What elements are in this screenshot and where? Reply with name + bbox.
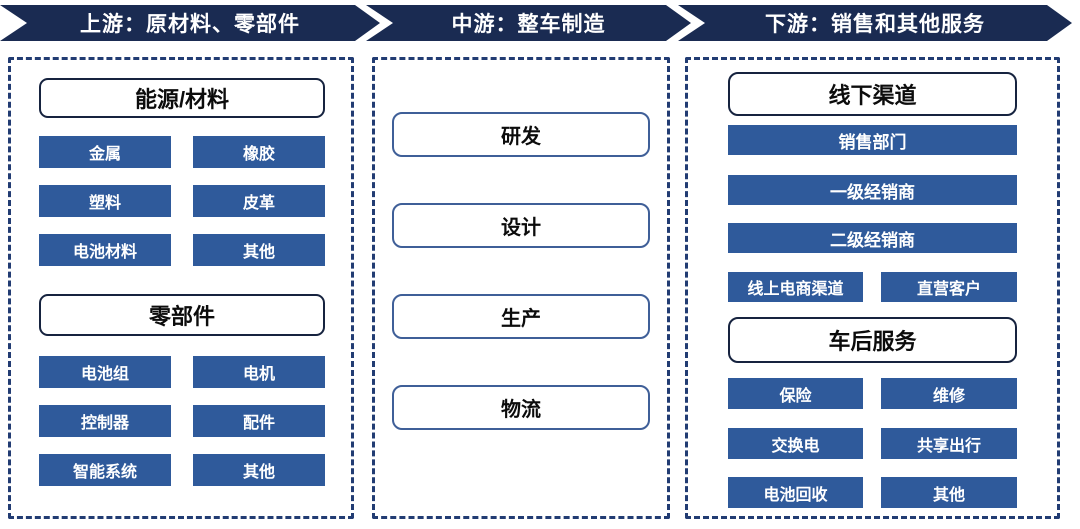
item-online-ecommerce-channel: 线上电商渠道 xyxy=(728,272,863,302)
energy-materials-grid: 金属 橡胶 塑料 皮革 电池材料 其他 xyxy=(39,136,325,266)
section-header-offline-channels: 线下渠道 xyxy=(728,72,1017,116)
item-leather: 皮革 xyxy=(193,185,325,217)
service-row-2: 交换电 共享出行 xyxy=(728,428,1017,459)
item-tier1-dealer: 一级经销商 xyxy=(728,175,1017,205)
item-motor: 电机 xyxy=(193,356,325,388)
item-direct-customer: 直营客户 xyxy=(881,272,1017,302)
downstream-column: 线下渠道 销售部门 一级经销商 二级经销商 线上电商渠道 直营客户 车后服务 保… xyxy=(685,57,1060,519)
item-other-service: 其他 xyxy=(881,477,1017,508)
stage-arrow-downstream: 下游：销售和其他服务 xyxy=(678,5,1072,41)
item-rnd: 研发 xyxy=(392,112,650,157)
stage-arrow-upstream: 上游：原材料、零部件 xyxy=(0,5,380,41)
item-plastic: 塑料 xyxy=(39,185,171,217)
item-design: 设计 xyxy=(392,203,650,248)
stage-arrow-midstream: 中游：整车制造 xyxy=(366,5,691,41)
item-logistics: 物流 xyxy=(392,385,650,430)
service-row-3: 电池回收 其他 xyxy=(728,477,1017,508)
item-metal: 金属 xyxy=(39,136,171,168)
item-battery-pack: 电池组 xyxy=(39,356,171,388)
item-repair: 维修 xyxy=(881,378,1017,409)
item-accessories: 配件 xyxy=(193,405,325,437)
item-battery-recycling: 电池回收 xyxy=(728,477,863,508)
item-controller: 控制器 xyxy=(39,405,171,437)
section-header-components: 零部件 xyxy=(39,294,325,336)
stage-arrow-midstream-label: 中游：整车制造 xyxy=(451,13,606,36)
item-rubber: 橡胶 xyxy=(193,136,325,168)
item-sales-department: 销售部门 xyxy=(728,125,1017,155)
midstream-column: 研发 设计 生产 物流 xyxy=(372,57,670,519)
upstream-column: 能源/材料 金属 橡胶 塑料 皮革 电池材料 其他 零部件 电池组 电机 控制器… xyxy=(8,57,354,519)
item-shared-mobility: 共享出行 xyxy=(881,428,1017,459)
item-tier2-dealer: 二级经销商 xyxy=(728,223,1017,253)
section-header-after-sales-service: 车后服务 xyxy=(728,317,1017,363)
item-battery-swap: 交换电 xyxy=(728,428,863,459)
item-other-component: 其他 xyxy=(193,454,325,486)
section-header-energy-materials: 能源/材料 xyxy=(39,78,325,118)
stage-arrow-upstream-label: 上游：原材料、零部件 xyxy=(80,13,300,36)
components-grid: 电池组 电机 控制器 配件 智能系统 其他 xyxy=(39,356,325,486)
item-battery-material: 电池材料 xyxy=(39,234,171,266)
stage-arrow-downstream-label: 下游：销售和其他服务 xyxy=(765,13,985,36)
item-other-material: 其他 xyxy=(193,234,325,266)
item-smart-system: 智能系统 xyxy=(39,454,171,486)
item-production: 生产 xyxy=(392,294,650,339)
service-row-1: 保险 维修 xyxy=(728,378,1017,409)
item-insurance: 保险 xyxy=(728,378,863,409)
online-direct-row: 线上电商渠道 直营客户 xyxy=(728,272,1017,302)
